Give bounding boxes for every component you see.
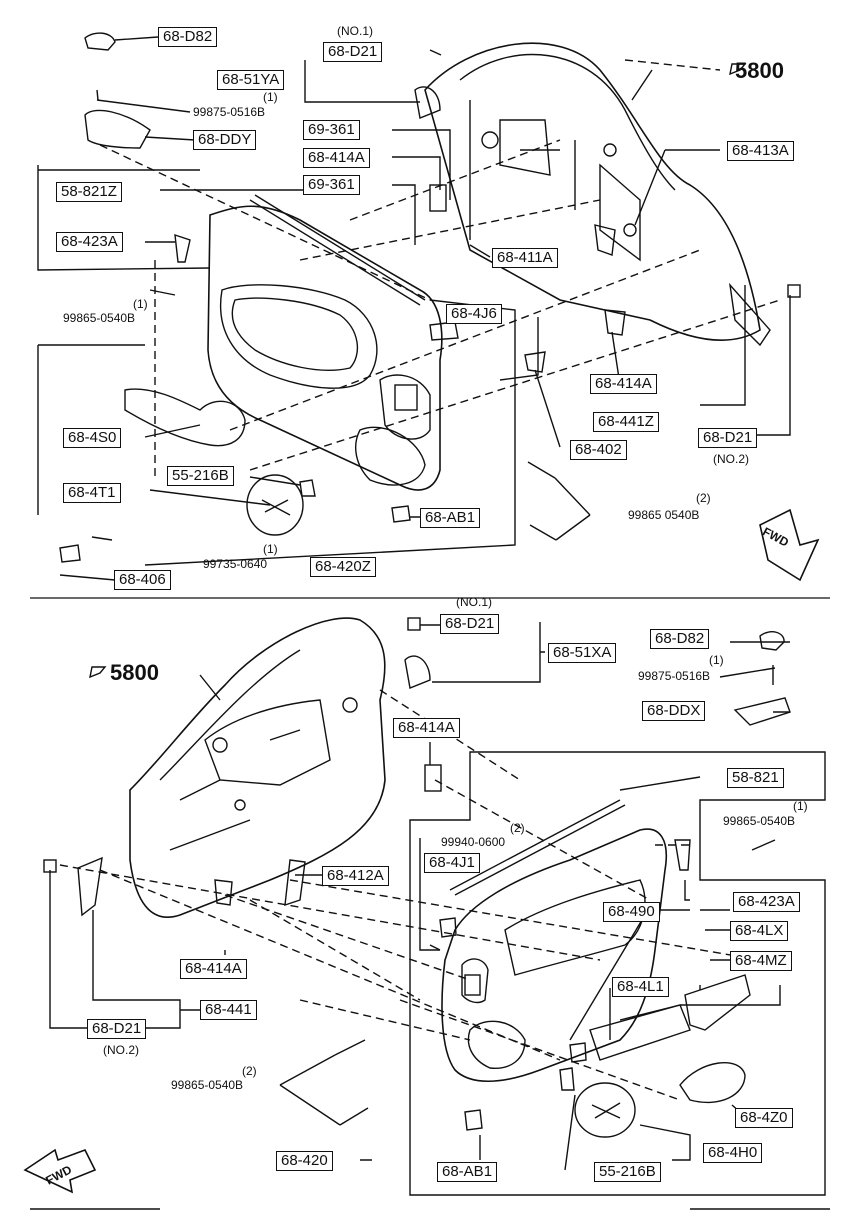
part-note: 99865-0540B — [63, 311, 136, 325]
part-label[interactable]: 68-414A — [303, 148, 370, 168]
part-label[interactable]: 68-D82 — [650, 629, 710, 649]
part-note: 99875-0516B — [193, 105, 266, 119]
part-label[interactable]: 68-4LX — [730, 921, 789, 941]
part-note: (1) — [133, 297, 148, 311]
part-note: 99865-0540B — [723, 814, 796, 828]
part-label[interactable]: 68-51YA — [217, 70, 285, 90]
part-label[interactable]: 68-DDX — [642, 701, 706, 721]
part-note: 99865-0540B — [171, 1078, 244, 1092]
part-label[interactable]: 68-4Z0 — [735, 1108, 793, 1128]
part-label[interactable]: 68-423A — [733, 892, 800, 912]
part-label[interactable]: 68-441Z — [593, 412, 659, 432]
part-label[interactable]: 55-216B — [594, 1162, 661, 1182]
part-note: 99735-0640 — [203, 557, 268, 571]
part-note: (2) — [696, 491, 711, 505]
part-label[interactable]: 58-821Z — [56, 182, 122, 202]
part-label[interactable]: 68-4T1 — [63, 483, 121, 503]
part-label[interactable]: 68-402 — [570, 440, 627, 460]
part-label[interactable]: 68-414A — [590, 374, 657, 394]
part-note: 99875-0516B — [638, 669, 711, 683]
part-label[interactable]: 69-361 — [303, 175, 360, 195]
part-label[interactable]: 68-D82 — [158, 27, 218, 47]
part-label[interactable]: 68-4J6 — [446, 304, 502, 324]
part-note: (NO.1) — [337, 24, 373, 38]
reference-mark-bottom: 5800 — [110, 660, 159, 685]
part-label[interactable]: 68-AB1 — [437, 1162, 498, 1182]
part-label[interactable]: 68-412A — [322, 866, 389, 886]
part-label[interactable]: 68-D21 — [87, 1019, 147, 1039]
part-note: (NO.1) — [456, 595, 492, 609]
part-label[interactable]: 68-D21 — [323, 42, 383, 62]
part-label[interactable]: 69-361 — [303, 120, 360, 140]
part-label[interactable]: 68-4MZ — [730, 951, 792, 971]
part-note: (2) — [242, 1064, 257, 1078]
part-label[interactable]: 68-406 — [114, 570, 171, 590]
part-label[interactable]: 68-413A — [727, 141, 794, 161]
part-label[interactable]: 68-4S0 — [63, 428, 122, 448]
part-label[interactable]: 68-AB1 — [420, 508, 481, 528]
part-note: (NO.2) — [713, 452, 749, 466]
part-label[interactable]: 68-DDY — [193, 130, 257, 150]
part-note: (2) — [510, 821, 525, 835]
part-label[interactable]: 68-4H0 — [703, 1143, 763, 1163]
part-note: (1) — [793, 799, 808, 813]
part-label[interactable]: 68-D21 — [698, 428, 758, 448]
part-note: 99940-0600 — [441, 835, 506, 849]
part-label[interactable]: 68-441 — [200, 1000, 257, 1020]
part-label[interactable]: 68-414A — [393, 718, 460, 738]
part-label[interactable]: 55-216B — [167, 466, 234, 486]
part-note: (NO.2) — [103, 1043, 139, 1057]
part-label[interactable]: 68-423A — [56, 232, 123, 252]
part-label[interactable]: 68-490 — [603, 902, 660, 922]
part-note: (1) — [263, 90, 278, 104]
part-note: (1) — [709, 653, 724, 667]
reference-mark-top: 5800 — [735, 58, 784, 83]
part-label[interactable]: 68-D21 — [440, 614, 500, 634]
part-note: 99865 0540B — [628, 508, 700, 522]
part-label[interactable]: 68-420 — [276, 1151, 333, 1171]
part-label[interactable]: 68-4L1 — [612, 977, 669, 997]
part-label[interactable]: 68-4J1 — [424, 853, 480, 873]
part-label[interactable]: 68-51XA — [548, 643, 617, 663]
part-label[interactable]: 58-821 — [727, 768, 784, 788]
part-note: (1) — [263, 542, 278, 556]
part-label[interactable]: 68-411A — [492, 248, 558, 268]
part-label[interactable]: 68-420Z — [310, 557, 376, 577]
part-label[interactable]: 68-414A — [180, 959, 247, 979]
